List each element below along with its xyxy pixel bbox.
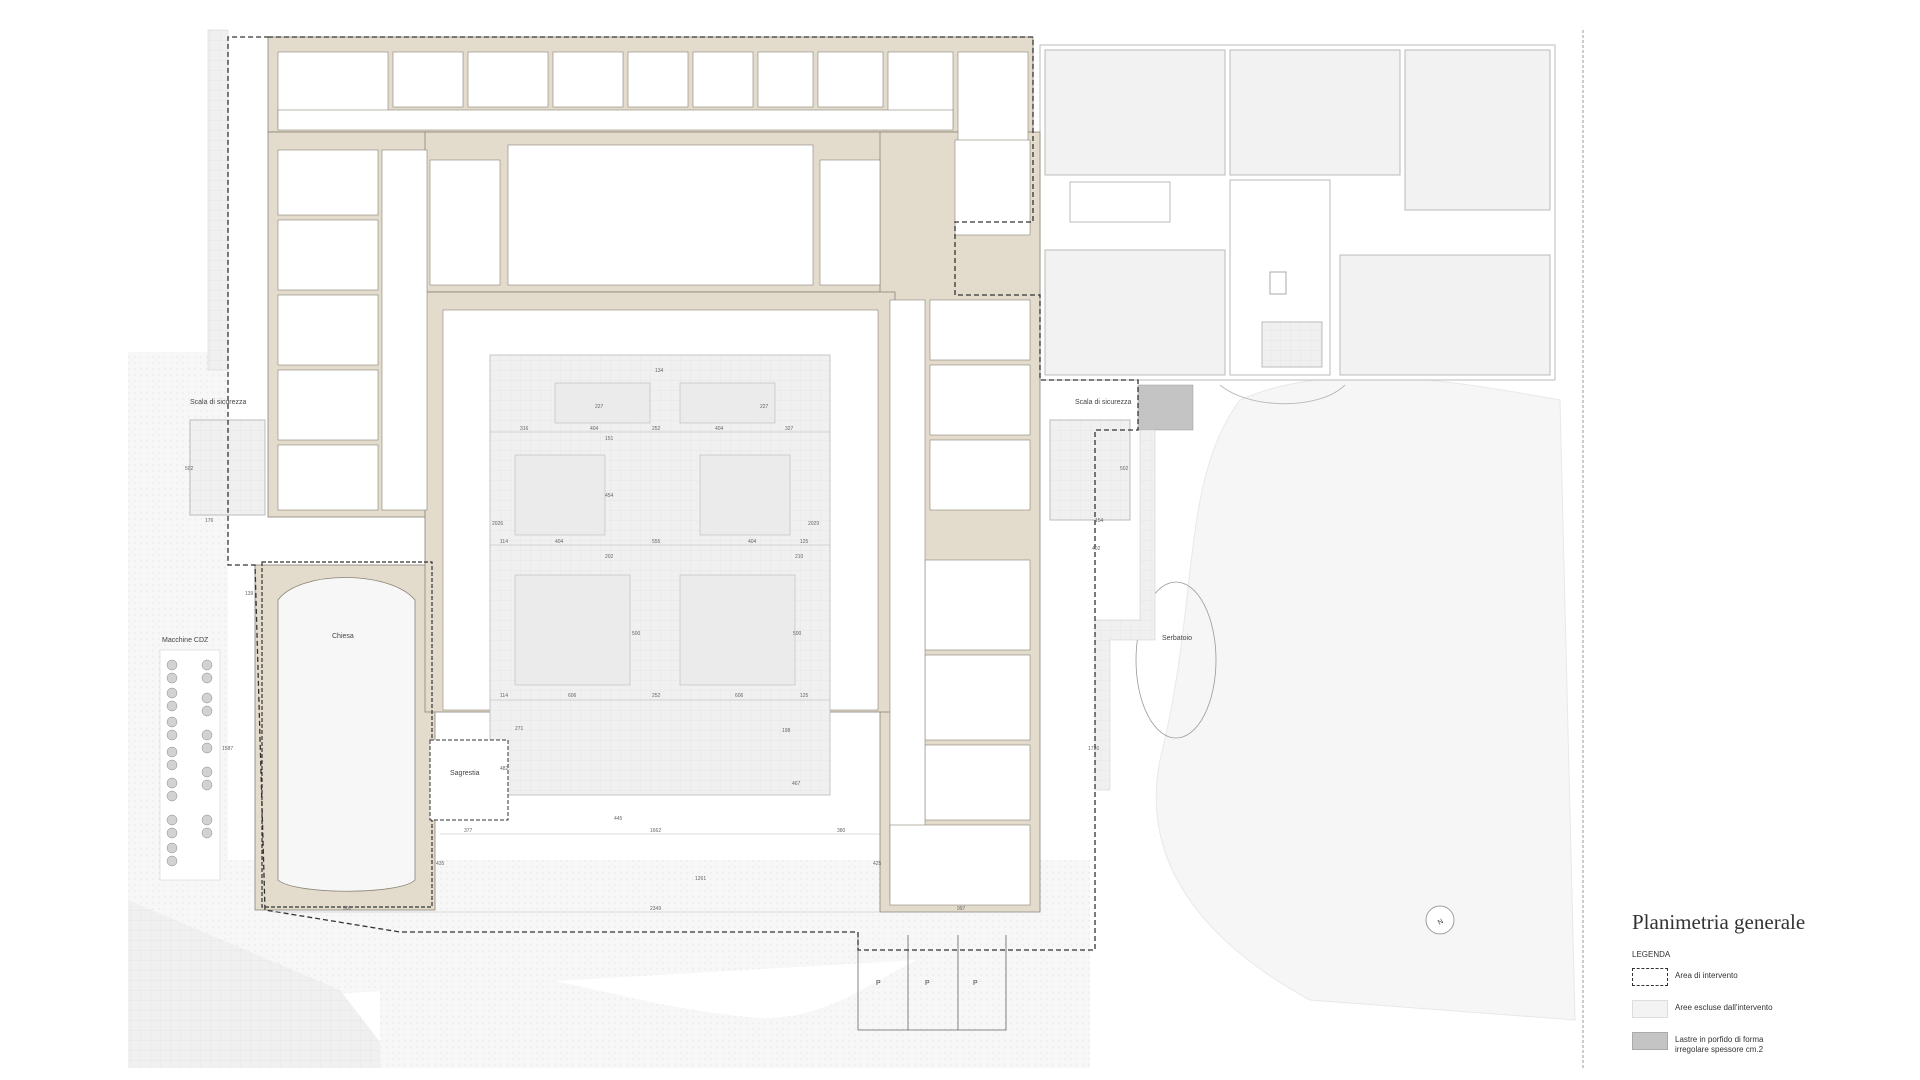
legend-label-line2: irregolare spessore cm.2 [1675, 1045, 1764, 1054]
dim-label: 482 [500, 766, 509, 772]
dim-label: 606 [568, 693, 577, 699]
legend-item-intervention: Area di intervento [1632, 968, 1882, 990]
room-label-scala-left: Scala di sicurezza [190, 399, 247, 406]
dim-label: 404 [715, 426, 724, 432]
west-boundary-strip [207, 29, 229, 371]
dim-label: 227 [595, 404, 604, 410]
dim-label: 1587 [222, 746, 233, 752]
legend-label: Area di intervento [1675, 971, 1738, 980]
dim-label: 151 [605, 436, 614, 442]
north-arrow-label: N [1437, 918, 1445, 927]
courtyard-planters [514, 382, 796, 686]
dim-label: 500 [632, 631, 641, 637]
intervention-boundary [227, 36, 1139, 951]
dim-label: 402 [1092, 546, 1101, 552]
dim-label: 125 [800, 539, 809, 545]
room-label-macchine: Macchine CDZ [162, 637, 209, 644]
dim-label: 500 [793, 631, 802, 637]
ground-southwest [128, 900, 400, 1068]
dim-label: 202 [605, 554, 614, 560]
dim-label: 1261 [695, 876, 706, 882]
dim-label: 425 [873, 861, 882, 867]
legend-swatch-grey [1632, 1032, 1668, 1050]
dim-label: 134 [655, 368, 664, 374]
tank [1135, 581, 1217, 739]
dim-label: 1662 [650, 828, 661, 834]
dim-label: 2349 [650, 906, 661, 912]
dim-label: 377 [464, 828, 473, 834]
dim-label: 380 [837, 828, 846, 834]
dim-label: 176 [205, 518, 214, 524]
sacristy [429, 739, 509, 821]
dim-label: 316 [520, 426, 529, 432]
legend-label: Aree escluse dall'intervento [1675, 1003, 1773, 1012]
parking-label-1: P [876, 980, 881, 987]
room-label-scala-right: Scala di sicurezza [1075, 399, 1132, 406]
room-label-chiesa: Chiesa [332, 633, 354, 640]
dim-label: 900 [343, 906, 352, 912]
dim-label: 114 [500, 693, 508, 699]
legend-label: Lastre in porfido di forma irregolare sp… [1675, 1035, 1875, 1055]
room-fills [277, 51, 1031, 906]
lawn-east [1155, 376, 1576, 1021]
dim-label: 404 [555, 539, 564, 545]
dim-label: 154 [1095, 518, 1104, 524]
dim-label: 404 [748, 539, 757, 545]
dim-label: 997 [957, 906, 966, 912]
dim-label: 139 [245, 591, 254, 597]
dim-label: 271 [515, 726, 524, 732]
dim-label: 454 [605, 493, 614, 499]
porphyry-slabs [1137, 384, 1194, 431]
dim-label: 445 [614, 816, 623, 822]
dim-label: 2026 [492, 521, 503, 527]
dim-label: 1726 [1088, 746, 1099, 752]
dim-label: 404 [590, 426, 599, 432]
room-label-serbatoio: Serbatoio [1162, 635, 1192, 642]
east-stair [1049, 419, 1131, 521]
dim-label: 502 [185, 466, 194, 472]
legend-swatch-dashed [1632, 968, 1668, 986]
dim-label: 227 [760, 404, 769, 410]
legend-heading: LEGENDA [1632, 950, 1671, 959]
church-nave [277, 577, 416, 892]
parking-label-3: P [973, 980, 978, 987]
north-arrow-icon [1425, 905, 1455, 935]
dim-label: 555 [652, 539, 661, 545]
east-gravel-strip [1094, 429, 1156, 791]
parking-label-2: P [925, 980, 930, 987]
ground-south-lawn [380, 940, 1090, 1068]
dim-label: 114 [500, 539, 508, 545]
church-outline [261, 561, 433, 908]
legend-label-line1: Lastre in porfido di forma [1675, 1035, 1764, 1044]
dim-label: 210 [795, 554, 804, 560]
dim-label: 606 [735, 693, 744, 699]
dim-label: 198 [782, 728, 791, 734]
dim-label: 2029 [808, 521, 819, 527]
plan-title: Planimetria generale [1632, 910, 1806, 934]
legend-item-excluded: Aree escluse dall'intervento [1632, 1000, 1882, 1022]
legend-item-porphyry: Lastre in porfido di forma irregolare sp… [1632, 1032, 1882, 1054]
excluded-building [1039, 44, 1556, 405]
room-label-sagrestia: Sagrestia [450, 770, 480, 777]
dim-label: 327 [785, 426, 794, 432]
dim-label: 435 [436, 861, 445, 867]
dimension-lines [272, 431, 1040, 913]
dim-label: 125 [800, 693, 809, 699]
dim-label: 252 [652, 426, 661, 432]
dim-label: 502 [1120, 466, 1129, 472]
dim-label: 467 [792, 781, 801, 787]
cdz-machines [159, 649, 221, 881]
parking-bays [857, 935, 1007, 1031]
dim-label: 252 [652, 693, 661, 699]
legend-swatch-light [1632, 1000, 1668, 1018]
